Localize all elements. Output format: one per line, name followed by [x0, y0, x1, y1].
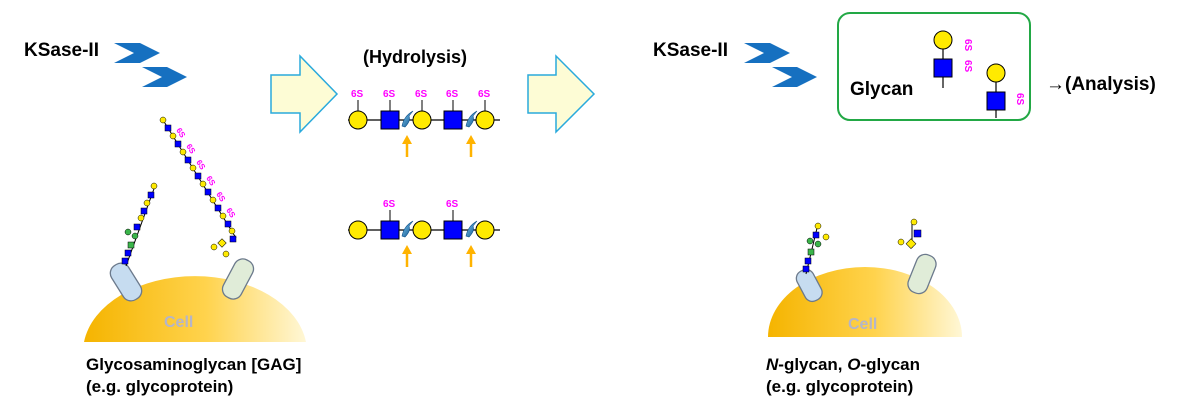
hydrolysis-chain-row-1 [348, 100, 500, 130]
caption-o-prefix: O [847, 355, 861, 374]
caption-n-rest: -glycan, [778, 355, 848, 374]
protein-stalk-blue [795, 268, 823, 303]
sulfate-label: 6S [351, 89, 364, 100]
caption-right-line1: N-glycan, O-glycan [766, 354, 920, 376]
caption-left-line2: (e.g. glycoprotein) [86, 377, 234, 396]
o-glycan-chain-right [897, 218, 922, 250]
cell-label-right: Cell [848, 316, 878, 333]
cleavage-arrow-icon [402, 135, 412, 157]
hydrolysis-bond-icon [465, 220, 478, 238]
glycan-product-2 [986, 63, 1006, 118]
sulfate-label: 6S [383, 199, 396, 210]
caption-right: N-glycan, O-glycan (e.g. glycoprotein) [766, 354, 920, 398]
sulfate-label: 6S [446, 89, 459, 100]
sulfate-label: 6S [1014, 93, 1025, 106]
sulfate-label: 6S [383, 89, 396, 100]
caption-o-rest: -glycan [860, 355, 921, 374]
caption-right-line2: (e.g. glycoprotein) [766, 377, 914, 396]
protein-stalk-blue [109, 262, 143, 302]
enzyme-label-left: KSase-II [24, 40, 99, 61]
enzyme-chevron-icon [744, 43, 817, 87]
cleavage-arrow-icon [466, 135, 476, 157]
sulfate-label: 6S [478, 89, 491, 100]
sulfate-label: 6S [446, 199, 459, 210]
enzyme-label-right: KSase-II [653, 40, 728, 61]
sulfate-label: 6S [962, 60, 973, 73]
cell-label-left: Cell [164, 314, 194, 331]
glycan-box-label: Glycan [850, 79, 914, 100]
n-glycan-chain-right [802, 222, 830, 275]
caption-n-prefix: N [766, 355, 779, 374]
hydrolysis-bond-icon [465, 110, 478, 128]
sulfate-label: 6S [415, 89, 428, 100]
cleavage-arrow-icon [466, 245, 476, 267]
hydrolysis-bond-icon [401, 110, 414, 128]
n-glycan-chain-left [121, 182, 158, 267]
cleavage-arrow-icon [402, 245, 412, 267]
protein-stalk-green [221, 258, 255, 300]
analysis-label: →(Analysis) [1046, 74, 1156, 95]
sulfate-label: 6S [962, 39, 973, 52]
glycan-product-1 [933, 30, 953, 88]
hydrolysis-title: (Hydrolysis) [363, 47, 468, 67]
hydrolysis-chain-row-2 [348, 210, 500, 240]
enzyme-chevron-icon [114, 43, 187, 87]
caption-left-line1: Glycosaminoglycan [GAG] [86, 355, 302, 374]
protein-stalk-green [907, 253, 937, 295]
process-arrow-icon [527, 54, 596, 134]
hydrolysis-bond-icon [401, 220, 414, 238]
process-arrow-icon [270, 54, 339, 134]
caption-left: Glycosaminoglycan [GAG] (e.g. glycoprote… [86, 354, 301, 398]
